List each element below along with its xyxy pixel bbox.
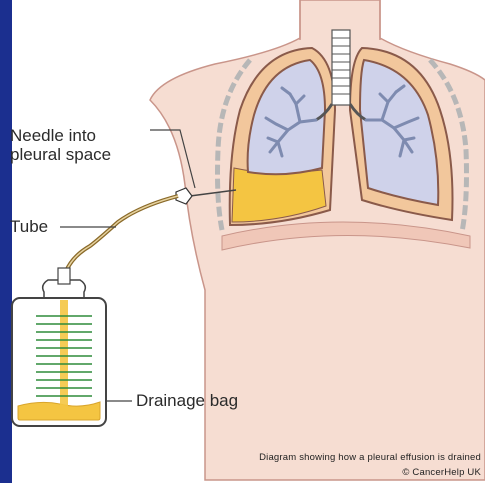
caption-line1: Diagram showing how a pleural effusion i… [259, 452, 481, 463]
label-tube: Tube [10, 217, 48, 236]
label-needle-line1: Needle into [10, 126, 96, 145]
label-needle-line2: pleural space [10, 145, 111, 164]
drainage-bag [12, 268, 106, 426]
caption-line2: © CancerHelp UK [402, 467, 481, 478]
label-drainage-bag: Drainage bag [136, 391, 238, 410]
